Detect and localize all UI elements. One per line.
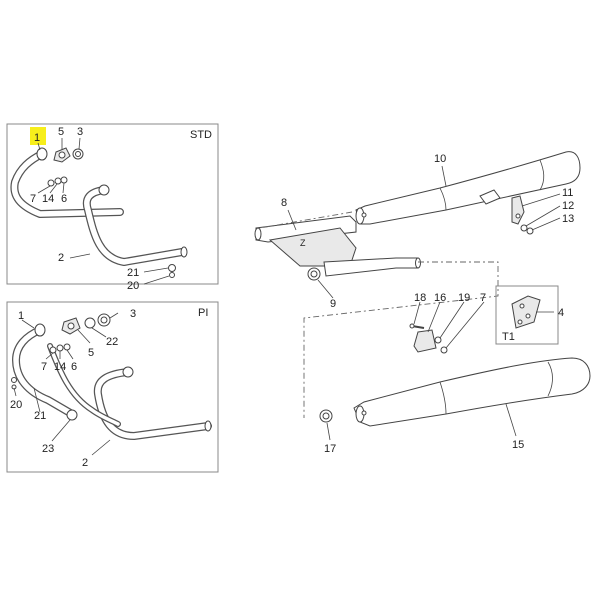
pi-callout-21: 21 [34,410,46,422]
pi-callout-2: 2 [82,457,88,469]
crossover-pipe: Z [254,215,421,277]
pi-flange [61,317,81,335]
pi-header-pipe-1 [12,323,76,418]
pi-sensor-pipe [47,343,121,427]
std-callout-21: 21 [127,267,139,279]
t1-box [495,285,559,345]
pi-callout-5: 5 [88,347,94,359]
std-header-pipe-1 [10,147,124,218]
std-callout-14: 14 [42,193,54,205]
nut-13 [526,227,534,235]
pi-screw [11,377,17,383]
callout-T1: T1 [502,331,515,343]
upper-muffler-bracket [511,195,525,225]
pi-callout-7: 7 [41,361,47,373]
upper-muffler [355,151,581,225]
pi-panel-frame [6,301,219,473]
highlight-box [30,127,46,145]
std-clamp [168,264,176,272]
std-panel-tag: STD [190,129,212,141]
pi-clamp [66,409,78,421]
std-callout-1: 1 [34,132,40,144]
pi-panel-tag: PI [198,307,208,319]
pi-nut-6 [63,343,71,351]
callout-4: 4 [558,307,564,319]
callout-13: 13 [562,213,574,225]
callout-8: 8 [281,197,287,209]
pi-collar [84,317,96,329]
pi-callout-22: 22 [106,336,118,348]
callout-10: 10 [434,153,446,165]
std-callout-2: 2 [58,252,64,264]
pi-callout-23: 23 [42,443,54,455]
pi-header-pipe-2 [93,366,212,440]
callout-15: 15 [512,439,524,451]
std-callout-20: 20 [127,280,139,292]
std-panel: STD [6,123,219,292]
muffler-stud [479,189,501,205]
std-callout-7: 7 [30,193,36,205]
std-panel-frame [6,123,219,285]
std-flange [53,147,71,163]
callout-18: 18 [414,292,426,304]
pi-washer-14 [56,344,64,352]
callout-7: 7 [480,292,486,304]
pi-callout-6: 6 [71,361,77,373]
std-washer-7 [47,179,55,187]
pi-panel: PI [6,301,219,473]
callout-9: 9 [330,298,336,310]
pi-callout-14: 14 [54,361,66,373]
pi-callout-3: 3 [130,308,136,320]
lower-muffler [353,357,591,427]
washer-12 [520,224,528,232]
bracket-4 [495,285,559,345]
std-callout-6: 6 [61,193,67,205]
main-assembly: Z [254,151,591,455]
std-header-pipe-2 [82,184,188,266]
pi-callout-20: 20 [10,399,22,411]
pi-washer-7 [49,346,57,354]
std-screw [169,272,175,278]
callout-16: 16 [434,292,446,304]
callout-19: 19 [458,292,470,304]
std-nut-6 [60,176,68,184]
align-line-2 [303,261,499,418]
std-callout-3: 3 [77,126,83,138]
std-callout-5: 5 [58,126,64,138]
pi-callout-1: 1 [18,310,24,322]
std-washer-14 [54,177,62,185]
callout-12: 12 [562,200,574,212]
bracket-set [409,323,448,354]
callout-11: 11 [562,187,573,199]
svg-text:Z: Z [300,238,306,248]
callout-17: 17 [324,443,336,455]
align-line-1 [259,211,353,229]
